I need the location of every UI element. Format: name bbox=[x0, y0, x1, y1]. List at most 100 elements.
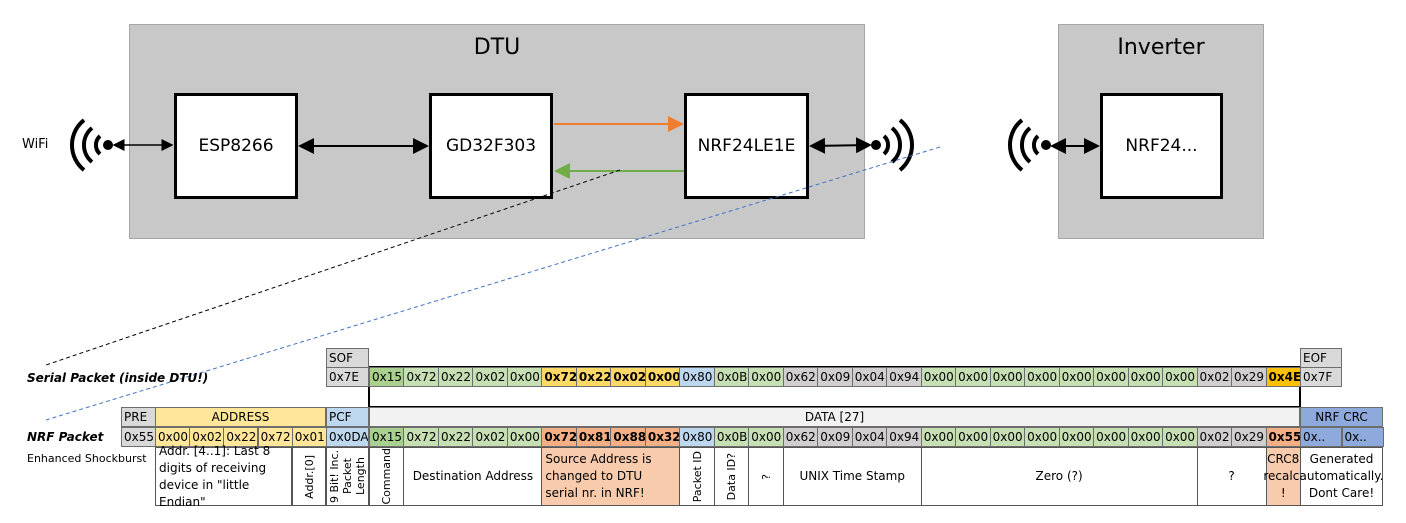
nrf-byte: 0x00 bbox=[989, 427, 1026, 447]
serial-byte: 0x00 bbox=[989, 367, 1026, 387]
data-field-description: ? bbox=[748, 447, 784, 506]
nrf-byte: 0x04 bbox=[851, 427, 888, 447]
inverter-nrf-block: NRF24... bbox=[1100, 93, 1223, 199]
address0-description-text: Addr.[0] bbox=[302, 454, 316, 499]
serial-byte: 0x00 bbox=[1058, 367, 1095, 387]
nrf-byte: 0x00 bbox=[1093, 427, 1129, 447]
serial-byte: 0x22 bbox=[575, 367, 612, 387]
nrf-byte: 0x81 bbox=[575, 427, 612, 447]
address-header: ADDRESS bbox=[155, 407, 326, 427]
serial-byte: 0x00 bbox=[1024, 367, 1060, 387]
nrf-byte: 0x00 bbox=[920, 427, 957, 447]
eof-value: 0x7F bbox=[1300, 367, 1342, 387]
serial-zoom-dashed-line bbox=[45, 169, 621, 366]
wifi-label: WiFi bbox=[22, 137, 49, 152]
nrf-byte: 0x02 bbox=[1196, 427, 1233, 447]
serial-byte: 0x00 bbox=[644, 367, 681, 387]
nrf-zoom-dashed-line bbox=[45, 146, 941, 421]
serial-byte: 0x15 bbox=[369, 367, 405, 387]
data-field-description: Source Address is changed to DTU serial … bbox=[541, 447, 681, 506]
serial-byte: 0x94 bbox=[886, 367, 922, 387]
address-byte: 0x22 bbox=[223, 427, 259, 447]
serial-byte: 0x72 bbox=[541, 367, 577, 387]
serial-byte: 0x22 bbox=[437, 367, 474, 387]
wifi-antenna-icon-esp bbox=[70, 118, 113, 172]
pcf-header: PCF bbox=[326, 407, 369, 427]
serial-byte: 0x00 bbox=[920, 367, 957, 387]
serial-byte: 0x0B bbox=[713, 367, 750, 387]
pcf-value: 0x0DA bbox=[326, 427, 369, 447]
serial-byte: 0x29 bbox=[1231, 367, 1267, 387]
nrf-byte: 0x29 bbox=[1231, 427, 1267, 447]
sof-value: 0x7E bbox=[326, 367, 369, 387]
nrf-byte: 0x09 bbox=[817, 427, 853, 447]
crc-byte: 0x.. bbox=[1300, 427, 1342, 447]
data-field-description: UNIX Time Stamp bbox=[782, 447, 922, 506]
nrf-byte: 0x00 bbox=[1058, 427, 1095, 447]
address-byte: 0x00 bbox=[155, 427, 190, 447]
serial-byte: 0x02 bbox=[610, 367, 646, 387]
serial-byte: 0x00 bbox=[1127, 367, 1164, 387]
address-byte: 0x02 bbox=[189, 427, 225, 447]
nrf-byte: 0x00 bbox=[1024, 427, 1060, 447]
nrf-byte: 0x02 bbox=[472, 427, 508, 447]
pcf-description: 9 Bit! Inc. Packet Length bbox=[326, 447, 369, 506]
dtu-title: DTU bbox=[473, 35, 521, 60]
gd32f303-block: GD32F303 bbox=[429, 93, 553, 199]
nrf-packet-label: NRF Packet bbox=[27, 430, 104, 444]
nrf-byte: 0x88 bbox=[610, 427, 646, 447]
nrf-byte: 0x55 bbox=[1265, 427, 1301, 447]
serial-byte: 0x00 bbox=[748, 367, 784, 387]
data-field-description: CRC8 recalc. ! bbox=[1263, 447, 1303, 506]
serial-byte: 0x02 bbox=[1196, 367, 1233, 387]
serial-byte: 0x02 bbox=[472, 367, 508, 387]
serial-byte: 0x62 bbox=[782, 367, 819, 387]
eof-header: EOF bbox=[1300, 348, 1342, 368]
serial-byte: 0x4E bbox=[1265, 367, 1301, 387]
serial-byte: 0x00 bbox=[1162, 367, 1198, 387]
nrf-byte: 0x00 bbox=[1162, 427, 1198, 447]
data-field-description-text: ? bbox=[759, 473, 773, 480]
nrf-byte: 0x22 bbox=[437, 427, 474, 447]
nrf-byte: 0x15 bbox=[369, 427, 405, 447]
data-field-description: Command bbox=[369, 447, 405, 506]
address-byte: 0x72 bbox=[257, 427, 293, 447]
serial-byte: 0x00 bbox=[1093, 367, 1129, 387]
nrf-byte: 0x0B bbox=[713, 427, 750, 447]
crc-description: Generated automatically. Dont Care! bbox=[1300, 447, 1383, 506]
data-field-description-text: Command bbox=[380, 448, 394, 505]
nrf-byte: 0x32 bbox=[644, 427, 681, 447]
serial-byte: 0x00 bbox=[955, 367, 991, 387]
crc-byte: 0x.. bbox=[1341, 427, 1384, 447]
data-field-description-text: Data ID? bbox=[725, 452, 739, 501]
crc-header: NRF CRC bbox=[1300, 407, 1383, 427]
address-byte: 0x01 bbox=[291, 427, 327, 447]
data-field-description: Data ID? bbox=[713, 447, 750, 506]
nrf-byte: 0x80 bbox=[679, 427, 715, 447]
pre-header: PRE bbox=[121, 407, 156, 427]
nrf-byte: 0x00 bbox=[1127, 427, 1164, 447]
data-field-description: Destination Address bbox=[403, 447, 543, 506]
nrf-byte: 0x94 bbox=[886, 427, 922, 447]
data-header: DATA [27] bbox=[369, 407, 1300, 427]
data-field-description-text: Packet ID bbox=[690, 450, 704, 503]
sof-header: SOF bbox=[326, 348, 369, 368]
serial-byte: 0x80 bbox=[679, 367, 715, 387]
data-field-description: Packet ID bbox=[679, 447, 715, 506]
wifi-antenna-icon-inverter bbox=[1008, 118, 1051, 172]
serial-packet-label: Serial Packet (inside DTU!) bbox=[27, 371, 209, 385]
data-field-description: Zero (?) bbox=[920, 447, 1198, 506]
serial-byte: 0x04 bbox=[851, 367, 888, 387]
address-description: Addr. [4..1]: Last 8 digits of receiving… bbox=[155, 444, 292, 509]
nrf24le1e-block: NRF24LE1E bbox=[684, 93, 809, 199]
inverter-title: Inverter bbox=[1117, 35, 1205, 60]
esp8266-block: ESP8266 bbox=[174, 93, 298, 199]
nrf-byte: 0x62 bbox=[782, 427, 819, 447]
address0-description: Addr.[0] bbox=[292, 447, 326, 506]
serial-byte: 0x72 bbox=[403, 367, 439, 387]
serial-byte: 0x00 bbox=[506, 367, 543, 387]
data-field-description: ? bbox=[1196, 447, 1267, 506]
nrf-byte: 0x72 bbox=[403, 427, 439, 447]
wifi-antenna-icon-dtu bbox=[871, 118, 914, 172]
serial-byte: 0x09 bbox=[817, 367, 853, 387]
